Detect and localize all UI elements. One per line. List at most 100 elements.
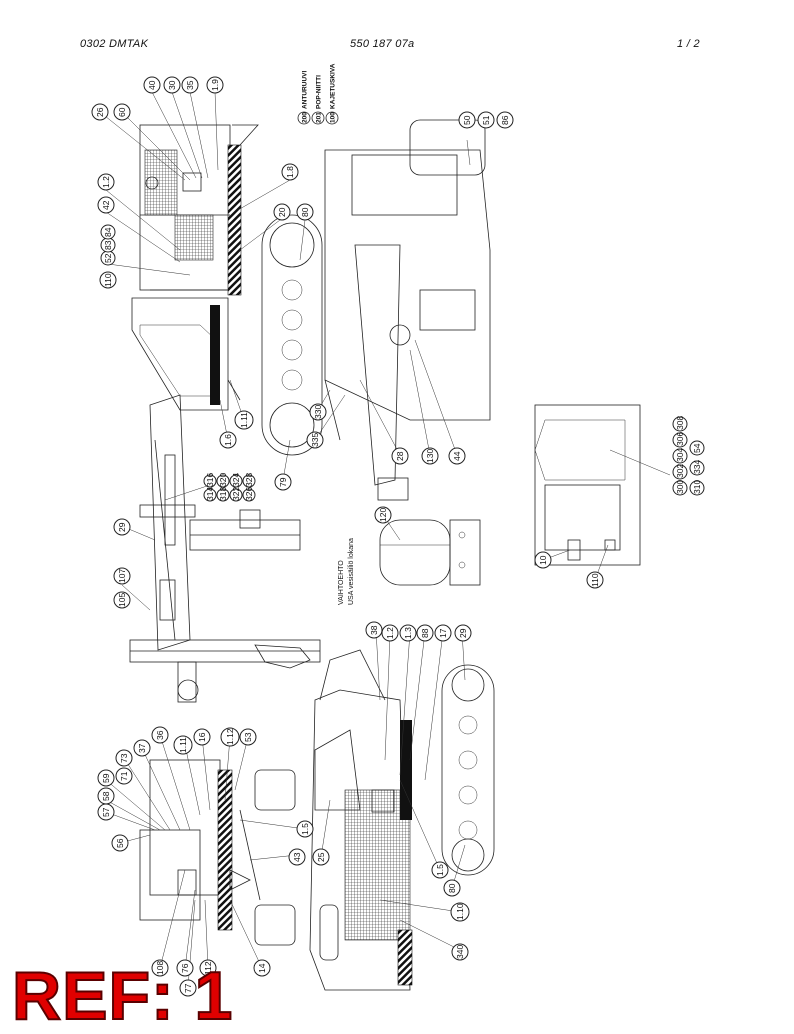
alternative-note: VAIHTOEHTO USA vesisäiliö lokana [338,538,355,605]
callout-60: 60 [113,103,131,121]
callout-320: 320 [216,473,230,488]
side-grille [174,214,214,261]
callout-80-bottom: 80 [443,879,461,897]
svg-text:1.5: 1.5 [435,864,445,876]
rear-grille [144,149,178,216]
callout-314: 314 [203,487,217,502]
cab-stripe [210,305,220,405]
svg-text:1.9: 1.9 [210,79,220,91]
svg-text:56: 56 [115,838,125,848]
svg-text:120: 120 [378,508,388,522]
callout-334: 334 [689,460,705,476]
svg-text:1.8: 1.8 [285,166,295,178]
note-title: VAIHTOEHTO [338,560,345,605]
svg-text:86: 86 [500,115,510,125]
svg-text:52: 52 [103,253,113,263]
svg-text:16: 16 [197,732,207,742]
svg-text:310: 310 [692,480,702,494]
callout-71: 71 [115,767,133,785]
ref-stamp: REF: 1 [11,958,234,1034]
track-bottom [441,664,495,876]
callout-108: 108 [151,959,169,977]
svg-text:38: 38 [369,625,379,635]
svg-text:328: 328 [244,473,254,487]
svg-text:80: 80 [300,207,310,217]
callout-1-5-a: 1.5 [296,820,314,838]
svg-text:1.5: 1.5 [300,823,310,835]
callout-83: 83 [100,237,116,253]
svg-text:1.2: 1.2 [101,176,111,188]
boom-arm [149,394,191,651]
callout-326: 326 [242,487,256,502]
svg-text:42: 42 [101,200,111,210]
page-number: 1 / 2 [677,38,700,50]
svg-text:20: 20 [277,207,287,217]
callout-112: 112 [199,959,217,977]
callout-330: 330 [309,403,327,421]
callout-17: 17 [434,624,452,642]
callout-308: 308 [672,416,688,432]
svg-text:28: 28 [395,451,405,461]
svg-text:50: 50 [462,115,472,125]
svg-text:17: 17 [438,628,448,638]
legend-code-1: 200 [302,112,309,123]
svg-text:107: 107 [117,569,127,583]
callout-77: 77 [179,979,197,997]
callout-16: 16 [193,728,211,746]
callout-340: 340 [451,943,469,961]
svg-text:110: 110 [590,573,600,587]
svg-text:340: 340 [455,945,465,959]
callout-42: 42 [97,196,115,214]
svg-text:314: 314 [205,487,215,501]
svg-text:112: 112 [203,961,213,975]
callout-56: 56 [111,834,129,852]
callout-28: 28 [391,447,409,465]
rear-unit [324,149,491,421]
svg-text:57: 57 [101,807,111,817]
svg-text:84: 84 [103,227,113,237]
svg-text:26: 26 [95,107,105,117]
top-machine-view [129,119,491,703]
callout-80-top: 80 [296,203,314,221]
svg-text:83: 83 [103,240,113,250]
svg-text:60: 60 [117,107,127,117]
callout-1-11-bottom: 1.11 [173,735,193,755]
callout-1-2: 1.2 [97,173,115,191]
svg-text:10: 10 [538,555,548,565]
callout-107: 107 [113,567,131,585]
svg-text:73: 73 [119,753,129,763]
callout-1-5-b: 1.5 [431,861,449,879]
callout-52: 52 [100,250,116,266]
svg-text:53: 53 [243,732,253,742]
legend-text-2: POP-NIITTI [316,75,323,109]
svg-text:71: 71 [119,771,129,781]
callout-302: 302 [672,464,688,480]
svg-text:302: 302 [675,464,685,478]
note-subtitle: USA vesisäiliö lokana [348,538,355,605]
callout-1-11: 1.11 [234,410,254,430]
callout-51: 51 [477,111,495,129]
svg-text:318: 318 [218,487,228,501]
callout-110-box: 110 [586,571,604,589]
svg-text:36: 36 [155,730,165,740]
svg-text:29: 29 [117,522,127,532]
legend-code-3: 100 [330,112,337,123]
svg-text:1.2: 1.2 [385,627,395,639]
svg-text:80: 80 [447,883,457,893]
callout-30: 30 [163,76,181,94]
callout-59: 59 [97,769,115,787]
callout-1-12: 1.12 [220,727,240,747]
callout-1-8: 1.8 [281,163,299,181]
callout-29-bottom: 29 [454,624,472,642]
svg-text:30: 30 [167,80,177,90]
svg-text:79: 79 [278,477,288,487]
svg-text:108: 108 [155,961,165,975]
cab-window [139,324,217,397]
rear-hub [389,324,411,346]
callout-306: 306 [672,432,688,448]
bottom-machine-view [139,649,495,991]
callout-300: 300 [672,480,688,496]
callout-105: 105 [113,591,131,609]
part-number: 550 187 07a [350,38,415,50]
